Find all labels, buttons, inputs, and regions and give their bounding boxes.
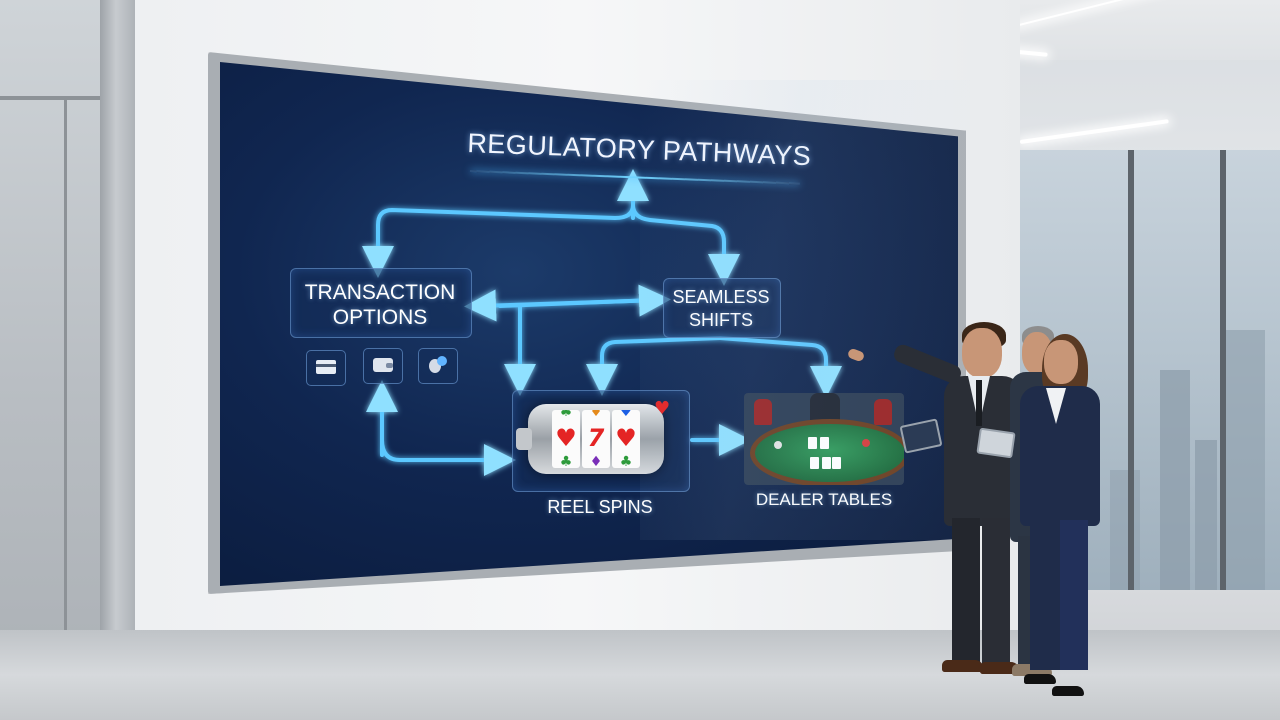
- window-mullion: [1128, 150, 1134, 590]
- slot-reel: ♥ ♥ ♣: [612, 410, 640, 468]
- seamless-shifts-label-2: SHIFTS: [688, 310, 753, 330]
- arrow-seamless-to-reel: [586, 336, 722, 396]
- wallet-icon: [363, 348, 403, 384]
- transaction-options-label-1: TRANSACTION: [304, 281, 456, 304]
- glass-partition: [0, 0, 110, 640]
- transaction-options-label-2: OPTIONS: [332, 306, 428, 329]
- dealer-tables-label: DEALER TABLES: [755, 490, 893, 509]
- credit-card-icon: [306, 350, 346, 386]
- slot-reel: ♣ ♥ ♣: [552, 410, 580, 468]
- colleague-woman: [976, 334, 1110, 704]
- dealer-figure: [810, 393, 840, 423]
- arrow-seamless-to-dealer: [718, 336, 842, 398]
- crypto-coin-icon: [418, 348, 458, 384]
- arrow-to-seamless: [631, 203, 740, 286]
- seamless-shifts-node: [663, 278, 781, 338]
- dealer-table-icon: [744, 393, 904, 485]
- wall-pillar: [100, 0, 140, 690]
- arrow-payments-to-reel: [380, 438, 516, 476]
- seamless-shifts-label-1: SEAMLESS: [672, 287, 770, 307]
- heart-icon: ♥: [654, 398, 671, 419]
- poker-felt: [750, 419, 904, 485]
- arrow-transaction-to-seamless: [498, 284, 671, 317]
- arrow-to-transaction: [362, 203, 635, 278]
- slot-reel: ♦ 7 ♦: [582, 410, 610, 468]
- tablet-device: [899, 418, 943, 454]
- transaction-options-node: [290, 268, 472, 338]
- reel-spins-label: REEL SPINS: [547, 497, 653, 517]
- window-mullion: [1220, 150, 1226, 590]
- tablet-device: [976, 427, 1016, 459]
- slot-machine-icon: ♣ ♥ ♣ ♦ 7 ♦ ♥ ♥ ♣: [516, 404, 664, 474]
